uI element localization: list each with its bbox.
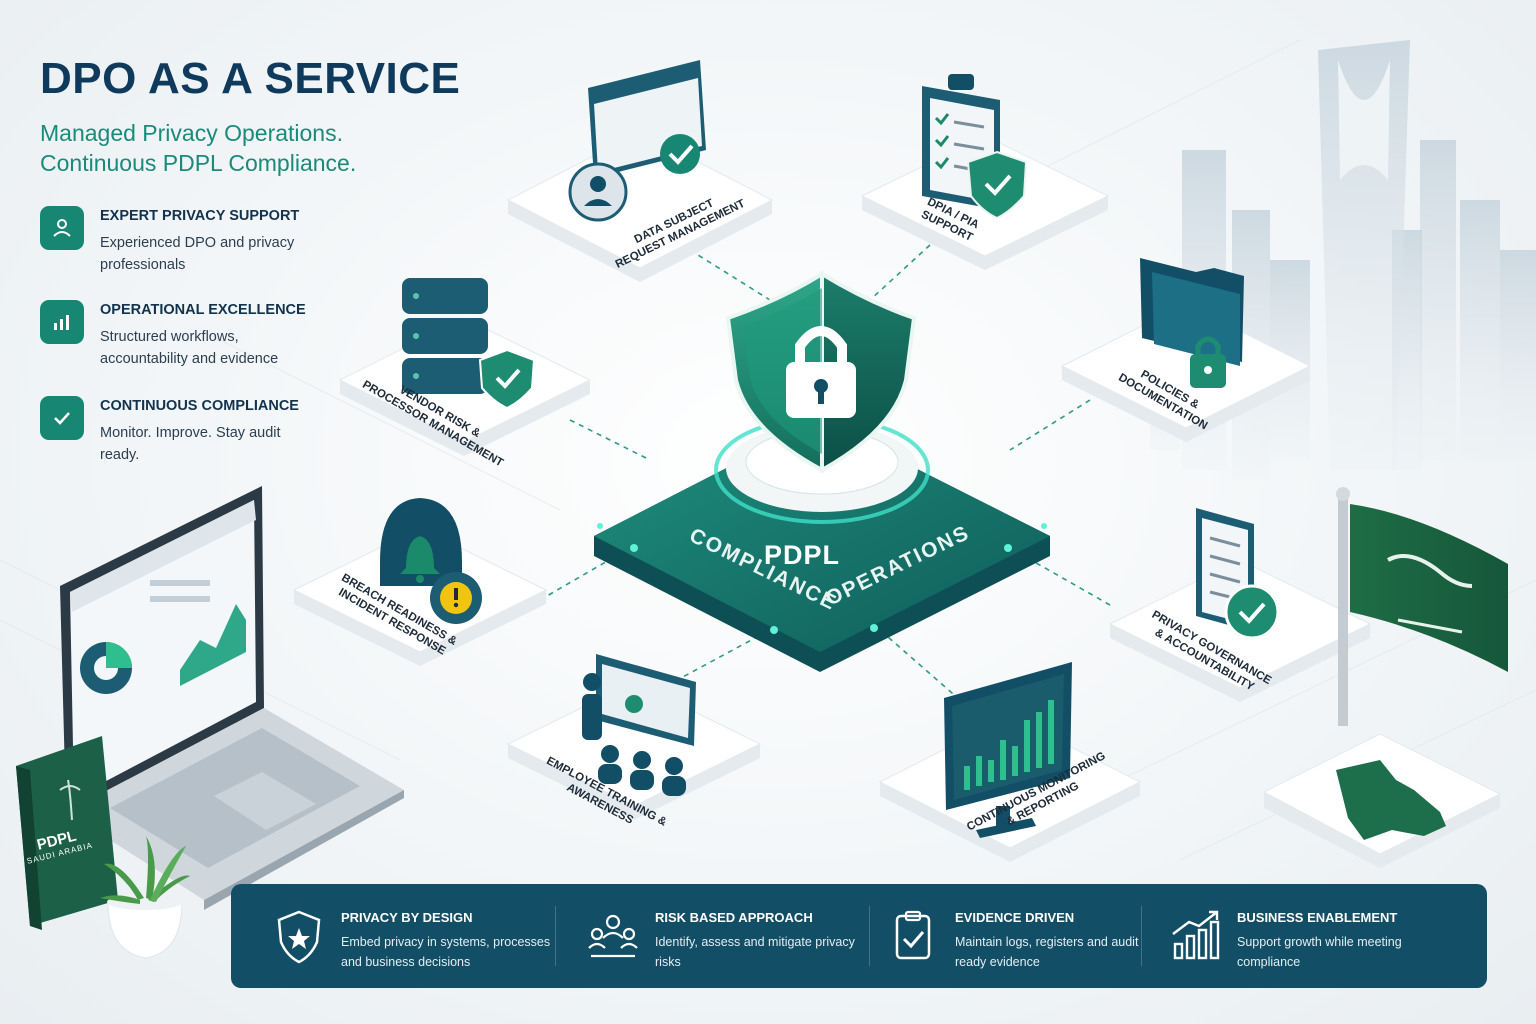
tile-policies[interactable] [1060, 258, 1312, 442]
principle-title: EVIDENCE DRIVEN [955, 910, 1075, 925]
principle-desc: Embed privacy in systems, processes and … [341, 935, 551, 969]
feature-title: CONTINUOUS COMPLIANCE [100, 398, 299, 414]
subtitle-line-2: Continuous PDPL Compliance. [40, 150, 357, 176]
principle-title: BUSINESS ENABLEMENT [1237, 910, 1398, 925]
tile-breach[interactable] [292, 498, 548, 666]
saudi-map-tile [1262, 733, 1502, 868]
shield-icon [277, 910, 321, 964]
hub-shield-icon [725, 270, 917, 474]
tile-vendor[interactable] [338, 278, 592, 456]
principle-title: PRIVACY BY DESIGN [341, 910, 473, 925]
growth-chart-icon [1172, 910, 1220, 960]
clipboard-check-icon [895, 910, 931, 960]
hub-title: PDPL [764, 540, 841, 570]
tile-training[interactable] [506, 654, 762, 820]
tile-monitoring[interactable] [878, 662, 1142, 862]
principles-band: PRIVACY BY DESIGN Embed privacy in syste… [231, 884, 1487, 988]
bar-chart-icon [40, 300, 84, 344]
tile-governance[interactable] [1108, 508, 1372, 702]
pdpl-book-illustration [16, 736, 118, 930]
tile-data-subject[interactable] [506, 60, 774, 282]
check-icon [40, 396, 84, 440]
team-icon [588, 914, 638, 958]
band-divider [869, 906, 870, 966]
tile-dpia[interactable] [860, 74, 1110, 270]
saudi-flag-illustration [1336, 487, 1508, 726]
user-icon [40, 206, 84, 250]
plant-illustration [100, 836, 190, 959]
principle-desc: Identify, assess and mitigate privacy ri… [655, 935, 855, 969]
feature-title: EXPERT PRIVACY SUPPORT [100, 208, 300, 224]
feature-desc: Structured workflows, accountability and… [100, 329, 279, 367]
page-title: DPO AS A SERVICE [40, 54, 461, 103]
page-subtitle: Managed Privacy Operations. Continuous P… [40, 118, 356, 178]
band-divider [1141, 906, 1142, 966]
principle-desc: Support growth while meeting compliance [1237, 935, 1402, 969]
feature-desc: Experienced DPO and privacy professional… [100, 235, 295, 273]
city-skyline [1150, 40, 1536, 480]
hub-platform [594, 416, 1050, 672]
subtitle-line-1: Managed Privacy Operations. [40, 120, 343, 146]
principle-desc: Maintain logs, registers and audit ready… [955, 935, 1139, 969]
feature-desc: Monitor. Improve. Stay audit ready. [100, 425, 281, 463]
feature-title: OPERATIONAL EXCELLENCE [100, 302, 306, 318]
principle-title: RISK BASED APPROACH [655, 910, 813, 925]
band-divider [555, 906, 556, 966]
